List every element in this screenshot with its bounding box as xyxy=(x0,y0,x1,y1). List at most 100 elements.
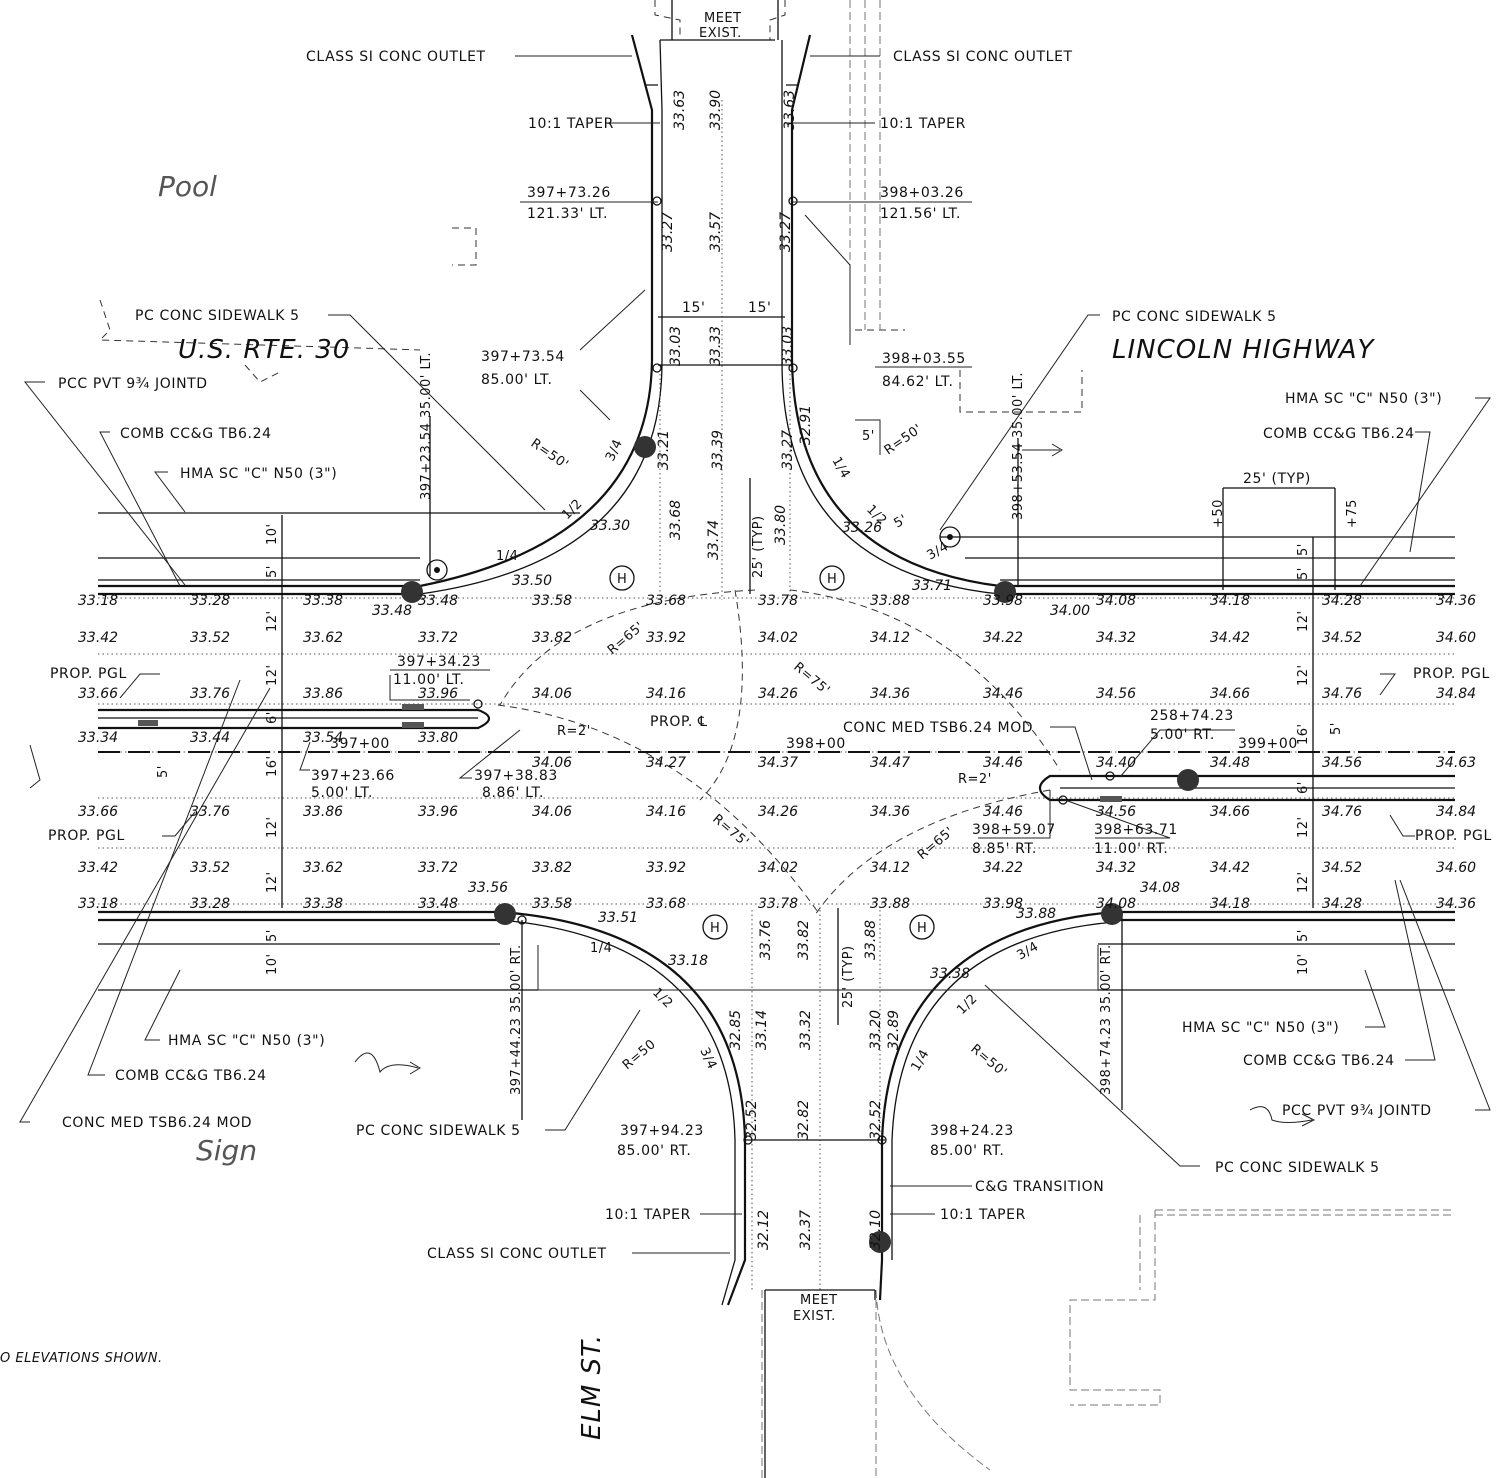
note-pool: Pool xyxy=(158,170,217,203)
grade-elevation: 34.18 xyxy=(1210,593,1250,609)
grade-elevation: 33.82 xyxy=(532,630,572,646)
svg-text:1/4: 1/4 xyxy=(829,455,853,482)
grade-elevation: 33.72 xyxy=(418,860,458,876)
svg-text:5': 5' xyxy=(265,565,280,578)
grade-elevation: 33.48 xyxy=(418,896,458,912)
svg-text:5.00' LT.: 5.00' LT. xyxy=(311,785,373,801)
grade-elevation: 33.38 xyxy=(303,896,343,912)
svg-text:25' (TYP): 25' (TYP) xyxy=(841,945,856,1008)
meet-exist-top-1: MEET xyxy=(704,11,742,26)
grade-elevation: 34.76 xyxy=(1322,686,1362,702)
leg-elevation: 33.14 xyxy=(754,1010,770,1050)
leader-lines xyxy=(19,55,1491,1254)
svg-text:3/4: 3/4 xyxy=(925,539,952,563)
leg-elevation: 33.63 xyxy=(782,90,798,130)
svg-text:12': 12' xyxy=(265,610,280,632)
grade-elevation: 33.62 xyxy=(303,860,343,876)
svg-text:1/4: 1/4 xyxy=(590,941,612,956)
grade-elevation: 33.34 xyxy=(78,730,118,746)
callout-hma-sw: HMA SC "C" N50 (3") xyxy=(168,1033,325,1049)
leg-elevation: 33.88 xyxy=(863,920,879,960)
svg-text:+75: +75 xyxy=(1345,499,1360,528)
grade-elevation: 34.22 xyxy=(983,630,1023,646)
grade-elevation: 34.27 xyxy=(646,755,686,771)
svg-text:5.00' RT.: 5.00' RT. xyxy=(1150,727,1215,743)
callout-sidewalk-ne: PC CONC SIDEWALK 5 xyxy=(1112,309,1277,325)
grade-elevation: 34.47 xyxy=(870,755,910,771)
leg-elevation: 33.90 xyxy=(708,90,724,130)
grade-elevation: 33.88 xyxy=(870,896,910,912)
grade-elevation: 34.66 xyxy=(1210,804,1250,820)
leg-elevation: 33.39 xyxy=(710,430,726,470)
inlet-sw xyxy=(494,903,516,925)
inlet-e xyxy=(994,581,1016,603)
grade-elevation: 34.76 xyxy=(1322,804,1362,820)
callout-hma-se: HMA SC "C" N50 (3") xyxy=(1182,1020,1339,1036)
leg-elevation: 33.76 xyxy=(758,920,774,960)
callout-pgl-nw: PROP. PGL xyxy=(50,666,127,682)
svg-text:1/4: 1/4 xyxy=(908,1047,932,1074)
street-name-elm-st: ELM ST. xyxy=(577,1334,607,1440)
grade-elevation: 33.92 xyxy=(646,630,686,646)
callout-ccg-sw: COMB CC&G TB6.24 xyxy=(115,1068,267,1084)
leg-elevation: 32.89 xyxy=(886,1010,902,1050)
grade-elevation: 34.40 xyxy=(1096,755,1136,771)
grade-elevation: 34.60 xyxy=(1436,860,1476,876)
grade-elevation: 33.96 xyxy=(418,804,458,820)
svg-text:5': 5' xyxy=(1296,929,1311,942)
svg-text:6': 6' xyxy=(265,711,280,724)
curb-elevation: 34.00 xyxy=(1050,603,1090,619)
callout-pgl-ne: PROP. PGL xyxy=(1413,666,1490,682)
svg-text:12': 12' xyxy=(1296,664,1311,686)
grade-elevation: 33.28 xyxy=(190,896,230,912)
curb-elevation: 33.38 xyxy=(930,966,970,982)
grade-elevation: 34.32 xyxy=(1096,630,1136,646)
svg-text:12': 12' xyxy=(265,871,280,893)
grade-elevation: 34.26 xyxy=(758,686,798,702)
grade-elevation: 34.22 xyxy=(983,860,1023,876)
grade-elevation: 34.28 xyxy=(1322,593,1362,609)
svg-text:12': 12' xyxy=(1296,871,1311,893)
leg-elevation: 33.21 xyxy=(656,430,672,470)
curb-elevation: 33.88 xyxy=(1016,906,1056,922)
grade-elevation: 33.88 xyxy=(870,593,910,609)
svg-text:6': 6' xyxy=(1296,781,1311,794)
svg-text:85.00' LT.: 85.00' LT. xyxy=(481,372,553,388)
grade-elevation: 34.66 xyxy=(1210,686,1250,702)
svg-text:R=65': R=65' xyxy=(915,824,957,863)
svg-text:398+53.54 35.00' LT.: 398+53.54 35.00' LT. xyxy=(1011,372,1026,520)
grade-elevation: 34.60 xyxy=(1436,630,1476,646)
leg-elevation: 33.03 xyxy=(668,326,684,366)
grade-elevation: 34.84 xyxy=(1436,686,1476,702)
callout-ccg-ne: COMB CC&G TB6.24 xyxy=(1263,426,1415,442)
svg-text:397+73.26: 397+73.26 xyxy=(527,185,611,201)
leg-elevation: 32.12 xyxy=(756,1210,772,1250)
leg-elevation: 33.57 xyxy=(708,212,724,252)
grade-elevation: 34.08 xyxy=(1096,593,1136,609)
svg-text:5': 5' xyxy=(892,512,911,531)
svg-text:398+59.07: 398+59.07 xyxy=(972,822,1056,838)
svg-text:R=50: R=50 xyxy=(620,1037,659,1073)
svg-text:1/4: 1/4 xyxy=(496,549,518,564)
grade-elevation: 34.12 xyxy=(870,860,910,876)
callout-cg-transition: C&G TRANSITION xyxy=(975,1179,1104,1195)
svg-text:121.56' LT.: 121.56' LT. xyxy=(880,206,961,222)
grade-elevation: 34.52 xyxy=(1322,860,1362,876)
grade-elevation: 33.66 xyxy=(78,686,118,702)
leg-elevation: 32.85 xyxy=(728,1010,744,1050)
svg-text:398+63.71: 398+63.71 xyxy=(1094,822,1178,838)
svg-text:+50: +50 xyxy=(1211,499,1226,528)
grade-elevation: 33.92 xyxy=(646,860,686,876)
svg-text:5': 5' xyxy=(265,929,280,942)
leg-elevation: 33.80 xyxy=(773,505,789,545)
grade-elevation: 33.18 xyxy=(78,593,118,609)
grade-elevation: 34.36 xyxy=(870,686,910,702)
callout-pgl-sw: PROP. PGL xyxy=(48,828,125,844)
svg-text:16': 16' xyxy=(1296,723,1311,745)
callout-outlet-nw: CLASS SI CONC OUTLET xyxy=(306,49,486,65)
leg-elevation: 33.27 xyxy=(660,212,676,252)
svg-text:R=65': R=65' xyxy=(605,619,647,658)
callout-outlet-ne: CLASS SI CONC OUTLET xyxy=(893,49,1073,65)
